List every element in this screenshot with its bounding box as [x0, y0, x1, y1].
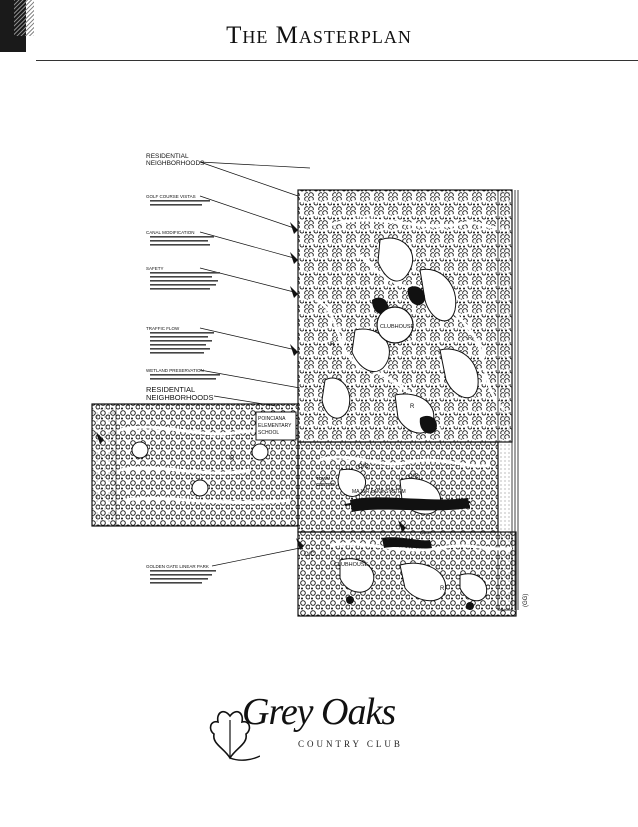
callout-residential-top-2: NEIGHBORHOODS [146, 160, 205, 167]
west-parcel [91, 403, 299, 527]
school-label-1: POINCIANA [258, 416, 286, 422]
r-label: R [410, 404, 415, 410]
title-rule [36, 60, 638, 61]
town-center-label-2: CENTER [316, 482, 335, 487]
r-label: R [330, 342, 335, 348]
major-lake-label: MAJOR LAKE SYSTEM [352, 489, 406, 495]
callout-golf-vistas: GOLF COURSE VISTAS [146, 194, 196, 199]
page-title: The Masterplan [226, 22, 412, 49]
r-label: R [468, 336, 473, 342]
school-label-3: SCHOOL [258, 430, 279, 436]
north-parcel [297, 189, 513, 443]
callout-wetland: WETLAND PRESERVATION [146, 368, 204, 373]
callout-arrows [96, 222, 406, 550]
clubhouse-north-label: CLUBHOUSE [380, 324, 415, 330]
callout-golden-gate: GOLDEN GATE LINEAR PARK [146, 564, 209, 569]
r-label: R [230, 456, 235, 462]
lake-label: LAKE [420, 530, 431, 535]
leader-lines [199, 161, 311, 567]
callout-safety: SAFETY [146, 266, 164, 271]
oc-label: O/C [408, 474, 419, 480]
logo-wordmark: Grey Oaks [242, 691, 396, 733]
logo-subtitle: COUNTRY CLUB [298, 739, 403, 749]
grey-oaks-logo: Grey Oaks COUNTRY CLUB [200, 690, 440, 780]
corner-mark [0, 0, 34, 52]
callout-residential-mid-1: RESIDENTIAL [146, 385, 195, 394]
south-parcel [297, 531, 517, 617]
callout-residential-top-1: RESIDENTIAL [146, 153, 189, 160]
fine-print [150, 200, 220, 584]
town-center-label-1: TOWN [316, 476, 330, 481]
school-label-2: ELEMENTARY [258, 423, 292, 429]
callout-canal: CANAL MODIFICATION [146, 230, 195, 235]
callout-residential-mid-2: NEIGHBORHOODS [146, 393, 214, 402]
middle-parcel [297, 441, 499, 533]
callout-traffic: TRAFFIC FLOW [146, 326, 180, 331]
route-label: (GG) [523, 594, 529, 607]
oak-leaf-icon [209, 710, 260, 761]
oc-label: O/C [358, 464, 369, 470]
r-label: R [440, 586, 445, 592]
oc-label: O/C [304, 552, 315, 558]
clubhouse-south-label: CLUBHOUSE [334, 562, 369, 568]
